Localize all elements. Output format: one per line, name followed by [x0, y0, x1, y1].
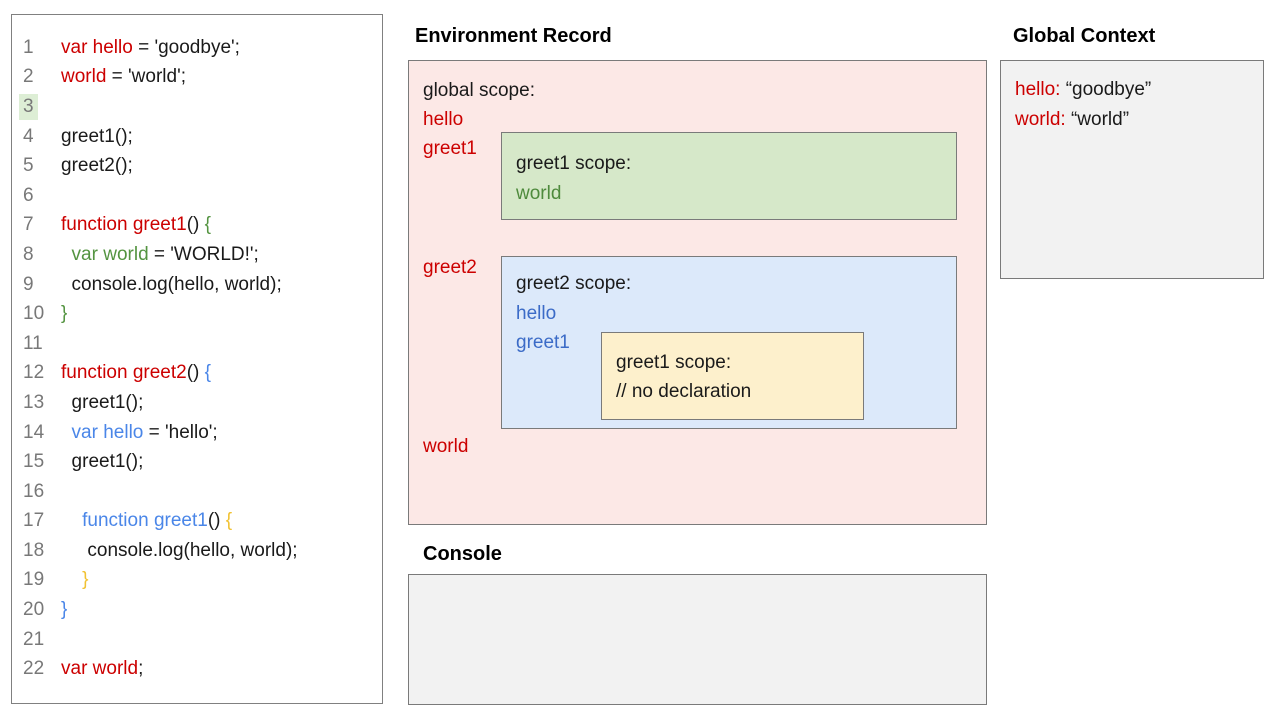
environment-record-title: Environment Record	[415, 25, 612, 47]
code-line: 5 greet2();	[12, 151, 382, 181]
global-context-entry: hello: “goodbye”	[1015, 75, 1263, 105]
line-number: 9	[23, 273, 34, 295]
code-text: var world = 'WORLD!';	[61, 243, 259, 265]
code-text: greet1();	[61, 391, 144, 413]
line-number: 11	[23, 332, 43, 354]
global-context-title: Global Context	[1013, 25, 1156, 47]
line-number: 12	[23, 362, 45, 384]
greet1-inner-scope-box: greet1 scope: // no declaration	[601, 332, 864, 420]
code-line: 14 var hello = 'hello';	[12, 418, 382, 448]
greet2-scope-box: greet2 scope: hello greet1 greet1 scope:…	[501, 256, 957, 429]
code-line: 22 var world;	[12, 654, 382, 684]
line-number: 20	[23, 599, 45, 621]
console-output-box	[408, 574, 987, 705]
code-text: }	[61, 303, 68, 325]
line-number: 14	[23, 421, 45, 443]
line-number: 17	[23, 510, 45, 532]
line-number: 19	[23, 569, 45, 591]
line-number: 22	[23, 658, 45, 680]
line-number: 8	[23, 243, 34, 265]
code-text: console.log(hello, world);	[61, 273, 282, 295]
greet1-scope-box: greet1 scope: world	[501, 132, 957, 220]
greet1-scope-label: greet1 scope:	[516, 153, 632, 174]
global-context-value-world: “world”	[1065, 108, 1130, 130]
code-line: 17 function greet1() {	[12, 507, 382, 537]
code-line: 15 greet1();	[12, 447, 382, 477]
line-number: 16	[23, 480, 45, 502]
global-context-value-hello: “goodbye”	[1060, 79, 1152, 100]
code-text: function greet2() {	[61, 362, 211, 384]
code-line: 12 function greet2() {	[12, 359, 382, 389]
code-lines: 1 var hello = 'goodbye'; 2 world = 'world';…	[12, 33, 382, 684]
code-text: }	[61, 569, 89, 591]
code-line: 19 }	[12, 566, 382, 596]
global-scope-item-greet1: greet1	[423, 138, 477, 159]
greet2-scope-label: greet2 scope:	[516, 273, 632, 294]
code-line: 9 console.log(hello, world);	[12, 270, 382, 300]
global-scope-label: global scope:	[423, 80, 535, 101]
code-text: function greet1() {	[61, 214, 211, 236]
code-panel: 1 var hello = 'goodbye'; 2 world = 'world';…	[11, 14, 383, 704]
code-line: 6	[12, 181, 382, 211]
code-line: 20}	[12, 595, 382, 625]
line-number: 10	[23, 303, 45, 325]
code-line: 11	[12, 329, 382, 359]
code-line: 13 greet1();	[12, 388, 382, 418]
code-line: 7 function greet1() {	[12, 211, 382, 241]
code-line: 8 var world = 'WORLD!';	[12, 240, 382, 270]
greet1-scope-item-world: world	[516, 182, 562, 204]
greet2-scope-item-hello: hello	[516, 302, 557, 324]
code-line: 16	[12, 477, 382, 507]
line-number: 6	[23, 184, 34, 206]
code-text: var hello = 'hello';	[61, 421, 218, 443]
code-text: world = 'world';	[61, 66, 186, 88]
code-text: }	[61, 599, 68, 621]
code-line: 10}	[12, 299, 382, 329]
line-number: 7	[23, 214, 34, 236]
line-number: 5	[23, 155, 34, 177]
line-number: 15	[23, 451, 45, 473]
greet2-scope-item-greet1: greet1	[516, 332, 570, 353]
global-scope-item-greet2: greet2	[423, 257, 477, 278]
line-number: 4	[23, 125, 34, 147]
console-title: Console	[423, 543, 502, 565]
code-text: greet1();	[61, 451, 144, 473]
code-text: var hello = 'goodbye';	[61, 36, 240, 58]
global-scope-item-hello: hello	[423, 109, 464, 130]
line-number-highlighted: 3	[19, 93, 61, 120]
code-line: 21	[12, 625, 382, 655]
code-text: function greet1() {	[61, 510, 233, 532]
global-context-box: hello: “goodbye” world: “world”	[1000, 60, 1264, 279]
code-text: greet1();	[61, 125, 133, 147]
code-text: console.log(hello, world);	[61, 539, 298, 561]
greet1-inner-scope-comment: // no declaration	[616, 381, 752, 402]
greet1-inner-scope-label: greet1 scope:	[616, 352, 732, 373]
line-number: 2	[23, 66, 34, 88]
global-context-entry: world: “world”	[1015, 105, 1263, 135]
global-context-key-world: world:	[1015, 108, 1066, 130]
code-line: 4 greet1();	[12, 122, 382, 152]
line-number: 13	[23, 391, 45, 413]
code-line: 3	[12, 92, 382, 122]
global-scope-item-world: world	[423, 436, 469, 457]
line-number: 18	[23, 539, 45, 561]
line-number: 1	[23, 36, 34, 58]
line-number: 21	[23, 628, 45, 650]
code-line: 18 console.log(hello, world);	[12, 536, 382, 566]
code-line: 1 var hello = 'goodbye';	[12, 33, 382, 63]
global-scope-box: global scope: hello greet1 greet2 world …	[408, 60, 987, 525]
code-text: var world;	[61, 658, 144, 680]
global-context-key-hello: hello:	[1015, 79, 1061, 100]
code-line: 2 world = 'world';	[12, 63, 382, 93]
code-text: greet2();	[61, 155, 133, 177]
